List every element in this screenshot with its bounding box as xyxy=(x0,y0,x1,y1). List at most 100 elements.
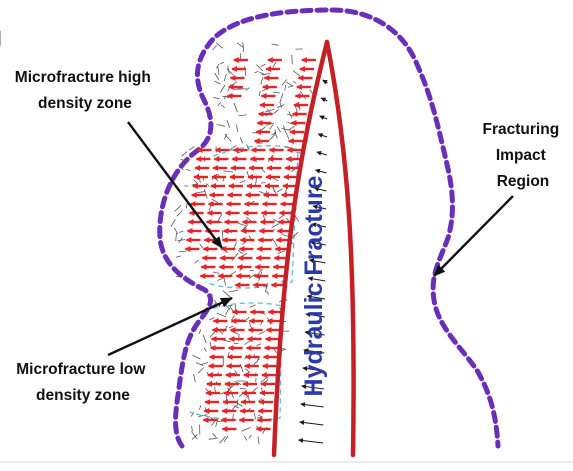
microfracture-stroke xyxy=(277,126,281,132)
microfracture-stroke xyxy=(174,228,178,235)
microfracture-stroke xyxy=(230,373,235,374)
microfracture-stroke xyxy=(209,438,218,439)
microfracture-stroke xyxy=(195,260,199,263)
microfracture-stroke xyxy=(265,109,274,112)
microfracture-stroke xyxy=(204,189,207,198)
microfracture-stroke xyxy=(280,93,283,102)
microfracture-stroke xyxy=(273,92,280,93)
microfracture-stroke xyxy=(262,170,265,173)
microfracture-stroke xyxy=(220,393,224,395)
stress-arrow xyxy=(318,134,327,137)
microfracture-stroke xyxy=(249,323,252,330)
microfracture-stroke xyxy=(234,103,237,112)
microfracture-stroke xyxy=(218,102,221,106)
microfracture-stroke xyxy=(257,417,262,418)
microfracture-stroke xyxy=(233,414,234,420)
microfracture-stroke xyxy=(278,251,285,254)
microfracture-stroke xyxy=(245,66,246,76)
microfracture-stroke xyxy=(213,433,217,437)
microfracture-stroke xyxy=(267,291,269,295)
microfracture-stroke xyxy=(286,133,289,139)
microfracture-stroke xyxy=(192,426,193,432)
microfracture-stroke xyxy=(239,115,247,116)
microfracture-stroke xyxy=(193,180,198,184)
microfracture-stroke xyxy=(272,44,279,45)
microfracture-stroke xyxy=(224,276,226,285)
microfracture-stroke xyxy=(213,98,219,99)
microfracture-stroke xyxy=(220,437,226,444)
impact-region-label: Fracturing Impact Region xyxy=(483,121,564,190)
microfracture-stroke xyxy=(186,169,190,170)
microfracture-stroke xyxy=(249,435,252,438)
microfracture-stroke xyxy=(237,43,243,48)
microfracture-stroke xyxy=(253,387,258,392)
stress-arrow xyxy=(321,98,327,101)
microfracture-stroke xyxy=(246,317,250,320)
microfracture-stroke xyxy=(176,256,181,258)
microfracture-stroke xyxy=(282,80,287,86)
microfracture-stroke xyxy=(232,315,235,320)
microfracture-stroke xyxy=(289,126,295,130)
microfracture-stroke xyxy=(230,306,233,312)
microfracture-stroke xyxy=(274,110,279,114)
microfracture-stroke xyxy=(243,42,244,52)
microfracture-stroke xyxy=(292,55,293,64)
microfracture-stroke xyxy=(259,269,263,273)
hydraulic-fracture-label: Hydraulic Fracture xyxy=(300,175,328,396)
microfracture-stroke xyxy=(286,82,292,86)
microfracture-stroke xyxy=(244,436,247,440)
microfracture-stroke xyxy=(245,369,250,373)
microfracture-stroke xyxy=(244,341,250,345)
microfracture-stroke xyxy=(179,231,183,233)
microfracture-stroke xyxy=(224,74,226,81)
microfracture-stroke xyxy=(221,105,225,108)
microfracture-texture xyxy=(0,31,313,444)
microfracture-stroke xyxy=(204,348,206,352)
microfracture-stroke xyxy=(197,192,205,193)
microfracture-stroke xyxy=(218,67,219,75)
microfracture-stroke xyxy=(240,181,245,183)
low-density-label: Microfracture low density zone xyxy=(16,361,150,404)
microfracture-stroke xyxy=(285,188,287,194)
microfracture-stroke xyxy=(288,86,293,87)
microfracture-stroke xyxy=(254,413,255,419)
microfracture-stroke xyxy=(270,124,274,129)
stress-arrow xyxy=(299,440,324,443)
microfracture-stroke xyxy=(217,125,226,127)
microfracture-stroke xyxy=(227,120,230,127)
stress-arrow xyxy=(323,80,328,83)
microfracture-stroke xyxy=(242,241,247,244)
microfracture-stroke xyxy=(257,359,259,363)
microfracture-stroke xyxy=(200,244,203,248)
stress-arrow xyxy=(300,422,324,425)
microfracture-stroke xyxy=(279,215,284,219)
microfracture-stroke xyxy=(258,415,262,417)
microfracture-stroke xyxy=(242,427,251,431)
microfracture-stroke xyxy=(201,362,208,364)
microfracture-stroke xyxy=(293,71,300,77)
microfracture-arrow-group xyxy=(185,60,316,429)
microfracture-stroke xyxy=(213,272,220,273)
microfracture-stroke xyxy=(273,187,275,192)
microfracture-stroke xyxy=(218,279,222,281)
microfracture-stroke xyxy=(199,330,201,334)
microfracture-stroke xyxy=(220,85,225,93)
microfracture-stroke xyxy=(175,205,181,211)
stress-arrow xyxy=(320,116,328,119)
stress-arrow xyxy=(301,404,324,407)
microfracture-stroke xyxy=(273,62,276,67)
microfracture-stroke xyxy=(182,152,187,157)
microfracture-stroke xyxy=(217,313,226,317)
microfracture-stroke xyxy=(223,171,233,172)
microfracture-stroke xyxy=(237,124,238,132)
microfracture-stroke xyxy=(192,355,200,359)
microfracture-stroke xyxy=(220,62,224,64)
microfracture-stroke xyxy=(203,335,206,344)
microfracture-stroke xyxy=(261,77,263,84)
microfracture-stroke xyxy=(255,71,259,73)
microfracture-stroke xyxy=(216,43,223,49)
low-density-callout-arrow xyxy=(108,298,232,355)
stress-arrow xyxy=(316,170,327,173)
impact-region-callout-arrow xyxy=(434,196,513,276)
